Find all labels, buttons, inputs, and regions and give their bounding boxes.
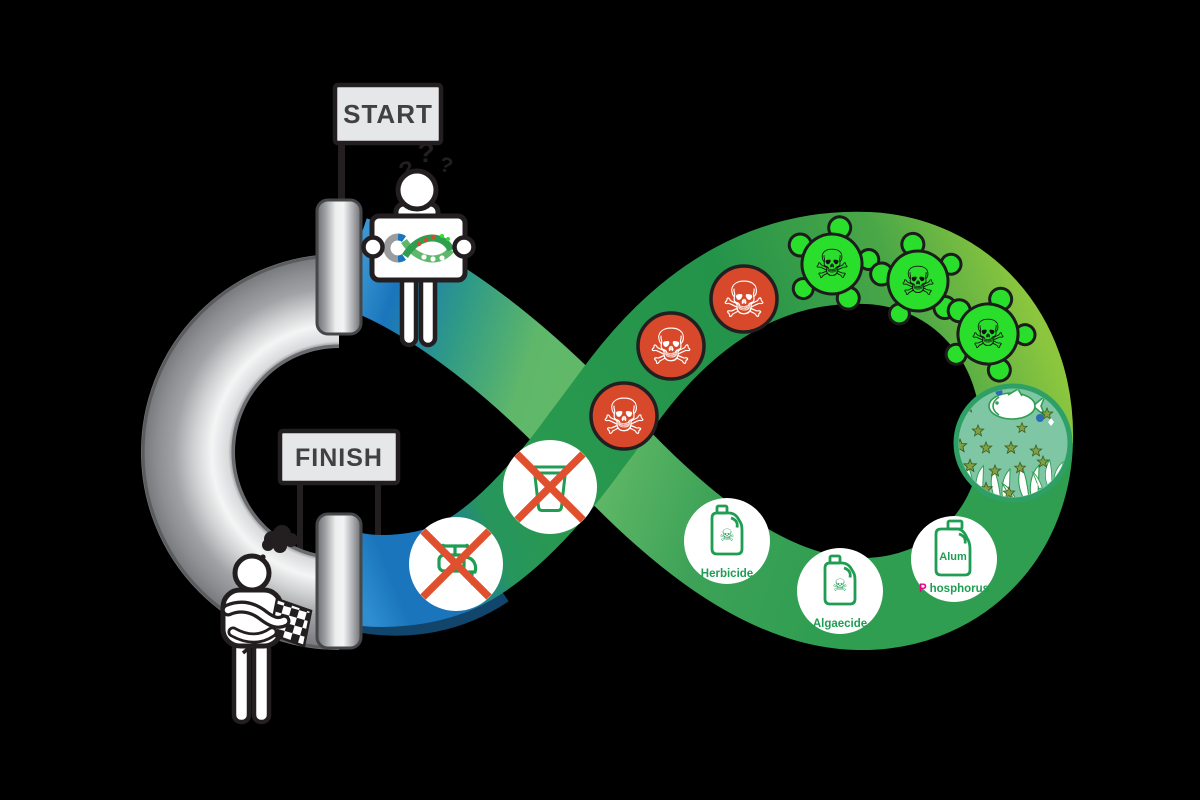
prohibited-cross-icon bbox=[420, 528, 492, 600]
person-hand bbox=[361, 235, 385, 259]
algaecide-bottle-icon: ☠ bbox=[823, 554, 857, 606]
person-head bbox=[395, 168, 439, 212]
poison-circle: ☠ bbox=[709, 264, 779, 334]
toxin-splat: ☠ bbox=[929, 271, 1049, 390]
water-pipe bbox=[141, 198, 363, 650]
start-sign: START bbox=[332, 82, 444, 210]
pipe-coupling-top bbox=[315, 198, 363, 336]
skull-icon: ☠ bbox=[900, 259, 936, 305]
finish-sign-board bbox=[277, 428, 401, 486]
skull-icon: ☠ bbox=[649, 318, 694, 376]
bubble-dot bbox=[1036, 414, 1044, 422]
poison-circle: ☠ bbox=[636, 311, 706, 381]
phosphorus-label-rest: hosphorus bbox=[930, 583, 989, 595]
skull-icon: ☠ bbox=[602, 388, 647, 446]
no-tap-water-station bbox=[409, 517, 503, 611]
person-leg bbox=[399, 273, 419, 348]
phosphorus-label-p: P bbox=[919, 583, 927, 595]
station-circle bbox=[797, 548, 883, 634]
finish-sign: FINISH bbox=[277, 428, 401, 558]
algaecide-station: ☠ Algaecide bbox=[797, 548, 883, 634]
pipe-body bbox=[141, 254, 341, 650]
finish-sign-pole-right bbox=[375, 483, 381, 543]
toxin-splat-stations: ☠ ☠ ☠ bbox=[776, 205, 1049, 390]
finish-sign-pole-left bbox=[297, 483, 303, 558]
start-sign-board bbox=[332, 82, 444, 146]
finish-sign-label: FINISH bbox=[295, 444, 383, 472]
herbicide-label: Herbicide bbox=[701, 568, 753, 580]
pipe-coupling-bottom bbox=[315, 512, 363, 650]
person-leg bbox=[418, 273, 438, 348]
toxin-splat: ☠ bbox=[864, 225, 970, 330]
fish-icon bbox=[988, 389, 1046, 420]
toxin-splat: ☠ bbox=[776, 205, 888, 315]
mini-infinity-map bbox=[383, 233, 455, 263]
ribbon-shadow-edge bbox=[352, 590, 509, 636]
person-leg bbox=[231, 639, 252, 725]
skull-icon: ☠ bbox=[970, 312, 1006, 358]
poison-skull-stations: ☠ ☠ ☠ bbox=[589, 264, 779, 451]
poison-circle: ☠ bbox=[589, 381, 659, 451]
alum-phosphorus-station: Alum P hosphorus bbox=[911, 516, 997, 602]
skull-icon: ☠ bbox=[814, 242, 850, 288]
start-sign-pole bbox=[338, 140, 345, 210]
skull-icon: ☠ bbox=[722, 271, 767, 329]
skull-icon: ☠ bbox=[832, 576, 847, 596]
start-person: ? ? ? bbox=[361, 137, 476, 348]
skull-icon: ☠ bbox=[719, 526, 734, 546]
person-hand bbox=[452, 235, 476, 259]
alum-bottle-icon: Alum bbox=[934, 519, 972, 577]
phosphorus-label: P hosphorus bbox=[919, 583, 989, 595]
pond-station bbox=[953, 383, 1073, 503]
start-sign-label: START bbox=[343, 99, 433, 129]
person-arms bbox=[221, 600, 291, 644]
herbicide-bottle-icon: ☠ bbox=[710, 504, 744, 556]
station-circle bbox=[911, 516, 997, 602]
person-leg bbox=[251, 639, 272, 725]
herbicide-station: ☠ Herbicide bbox=[684, 498, 770, 584]
question-mark: ? bbox=[417, 137, 434, 168]
person-head bbox=[232, 553, 272, 593]
question-mark: ? bbox=[437, 153, 455, 178]
algaecide-label: Algaecide bbox=[813, 618, 867, 630]
prohibited-cross-icon bbox=[514, 451, 586, 523]
station-circle bbox=[684, 498, 770, 584]
no-drinking-station bbox=[503, 440, 597, 534]
thought-bubble bbox=[257, 525, 298, 565]
alum-label: Alum bbox=[939, 551, 967, 563]
finish-person bbox=[220, 525, 313, 725]
